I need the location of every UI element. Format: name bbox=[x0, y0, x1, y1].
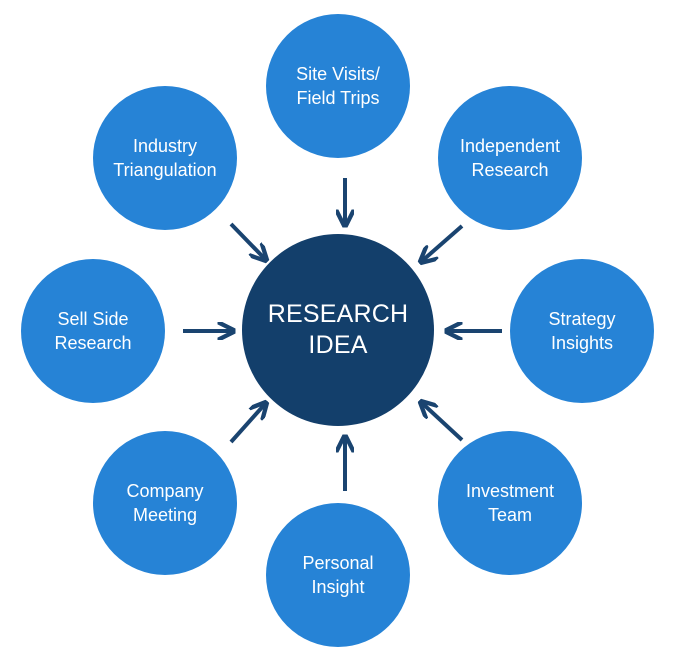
arrow-from-company-meeting bbox=[229, 404, 265, 444]
node-industry-triangulation: Industry Triangulation bbox=[93, 86, 237, 230]
node-label-line: Sell Side bbox=[57, 309, 129, 329]
arrow-from-investment-team bbox=[422, 403, 464, 442]
node-label-line: Independent bbox=[459, 136, 561, 156]
node-company-meeting: Company Meeting bbox=[93, 431, 237, 575]
node-label-line: Insights bbox=[550, 333, 614, 353]
node-label-line: Personal bbox=[302, 553, 374, 573]
center-node-research-idea: RESEARCH IDEA bbox=[242, 234, 434, 426]
node-label-line: Meeting bbox=[132, 505, 198, 525]
node-site-visits: Site Visits/ Field Trips bbox=[266, 14, 410, 158]
center-label-line: IDEA bbox=[308, 331, 368, 359]
node-label-line: Team bbox=[487, 505, 532, 525]
node-label-line: Industry bbox=[132, 136, 198, 156]
node-sell-side-research: Sell Side Research bbox=[21, 259, 165, 403]
node-personal-insight: Personal Insight bbox=[266, 503, 410, 647]
center-label-line: RESEARCH bbox=[267, 300, 409, 328]
node-label-line: Site Visits/ bbox=[296, 64, 380, 84]
node-label-line: Field Trips bbox=[296, 88, 380, 108]
node-label-line: Investment bbox=[465, 481, 555, 501]
node-label-line: Research bbox=[54, 333, 132, 353]
node-label-line: Research bbox=[471, 160, 549, 180]
node-label-line: Insight bbox=[311, 577, 365, 597]
node-label-line: Company bbox=[126, 481, 204, 501]
node-independent-research: Independent Research bbox=[438, 86, 582, 230]
arrow-from-industry-triangulation bbox=[229, 222, 265, 259]
node-label-line: Triangulation bbox=[113, 160, 217, 180]
node-label-line: Strategy bbox=[548, 309, 616, 329]
node-investment-team: Investment Team bbox=[438, 431, 582, 575]
arrow-from-independent-research bbox=[422, 224, 464, 261]
node-strategy-insights: Strategy Insights bbox=[510, 259, 654, 403]
